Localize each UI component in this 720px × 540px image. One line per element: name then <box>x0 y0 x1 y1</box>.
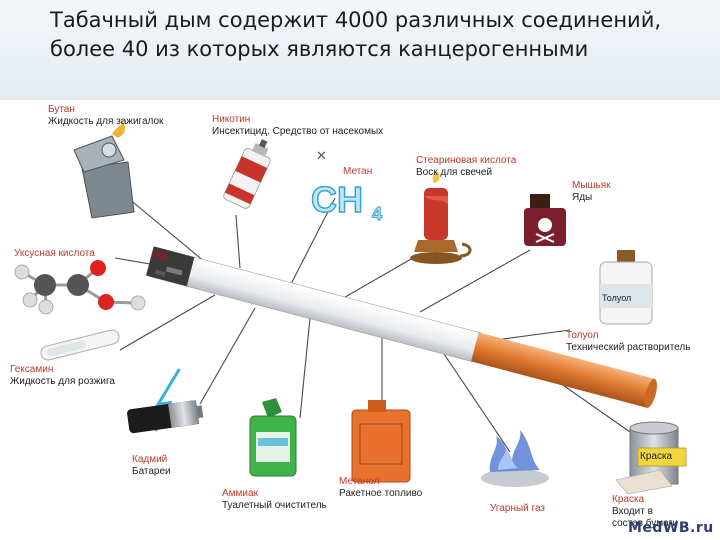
connector-stearic <box>339 254 419 301</box>
fuel-canister-icon <box>351 400 411 483</box>
svg-text:CH: CH <box>311 179 363 220</box>
cleaner-bottle-icon <box>249 398 297 477</box>
connector-nicotine <box>235 214 241 269</box>
spray-can-icon <box>223 139 271 209</box>
molecule-atoms <box>14 260 146 315</box>
solvent-bottle-icon <box>599 250 653 325</box>
mosquito-icon: ✕ <box>316 148 327 163</box>
paint-can-label: Краска <box>640 451 673 462</box>
test-tube-icon <box>40 329 120 361</box>
title-banner <box>0 0 720 100</box>
toluene-bottle-label: Толуол <box>602 293 632 303</box>
cigarette <box>145 246 657 408</box>
watermark: MedWB.ru <box>628 520 714 536</box>
connector-ammonia <box>299 317 311 419</box>
lighter-icon <box>73 118 135 219</box>
paint-can-icon <box>615 421 687 495</box>
ch4-formula-icon: CH 4 <box>310 178 382 224</box>
connector-hexamine <box>119 294 216 351</box>
connector-arsenic <box>419 249 531 313</box>
connector-butane <box>127 197 206 263</box>
poison-bottle-icon <box>524 194 566 246</box>
connector-methane <box>289 197 336 287</box>
cigarette-filter <box>471 332 655 408</box>
cigarette-ash <box>146 246 195 287</box>
connector-co <box>439 347 511 453</box>
svg-text:4: 4 <box>372 204 382 224</box>
slide-title: Табачный дым содержит 4000 различных сое… <box>50 8 662 61</box>
label-methane: Метан <box>343 166 373 177</box>
gas-flame-icon <box>481 430 549 487</box>
label-acetic: Уксусная кислота <box>14 248 95 259</box>
battery-icon <box>127 368 204 434</box>
label-co: Угарный газ <box>490 503 545 514</box>
connector-cadmium <box>199 307 256 405</box>
candle-icon <box>410 171 472 264</box>
